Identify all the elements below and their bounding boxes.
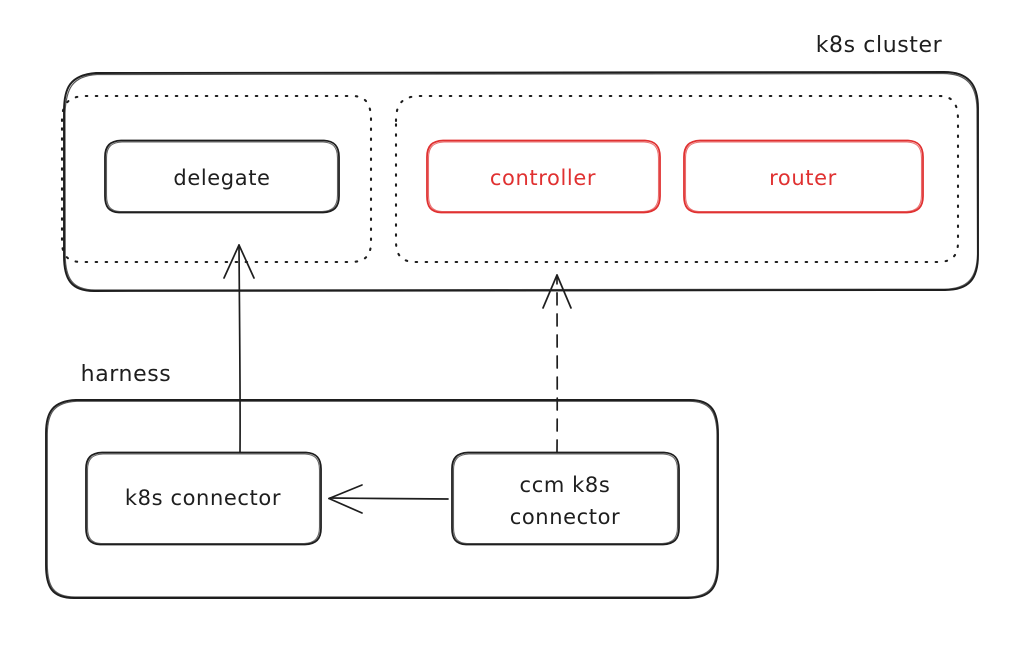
edge-ccm-connector-to-controller[interactable] bbox=[542, 274, 572, 453]
node-k8s-connector-label: k8s connector bbox=[125, 486, 281, 510]
node-router[interactable]: router bbox=[683, 139, 924, 214]
node-router-label: router bbox=[769, 166, 837, 190]
edge-k8s-connector-to-delegate[interactable] bbox=[223, 244, 255, 453]
harness-label: harness bbox=[81, 362, 172, 387]
node-delegate-label: delegate bbox=[173, 166, 270, 190]
k8s-cluster-right-group[interactable] bbox=[394, 94, 960, 264]
node-k8s-connector[interactable]: k8s connector bbox=[85, 451, 322, 546]
k8s-cluster-left-group[interactable] bbox=[60, 94, 373, 264]
node-controller[interactable]: controller bbox=[426, 139, 661, 214]
k8s-cluster-label: k8s cluster bbox=[816, 33, 943, 58]
node-ccm-k8s-connector[interactable]: ccm k8s connector bbox=[451, 451, 680, 546]
edge-ccm-connector-to-k8s-connector[interactable] bbox=[328, 484, 449, 514]
node-controller-label: controller bbox=[490, 166, 596, 190]
node-delegate[interactable]: delegate bbox=[104, 139, 340, 214]
node-ccm-k8s-connector-label-line2: connector bbox=[510, 505, 621, 529]
node-ccm-k8s-connector-label-line1: ccm k8s bbox=[520, 473, 611, 497]
